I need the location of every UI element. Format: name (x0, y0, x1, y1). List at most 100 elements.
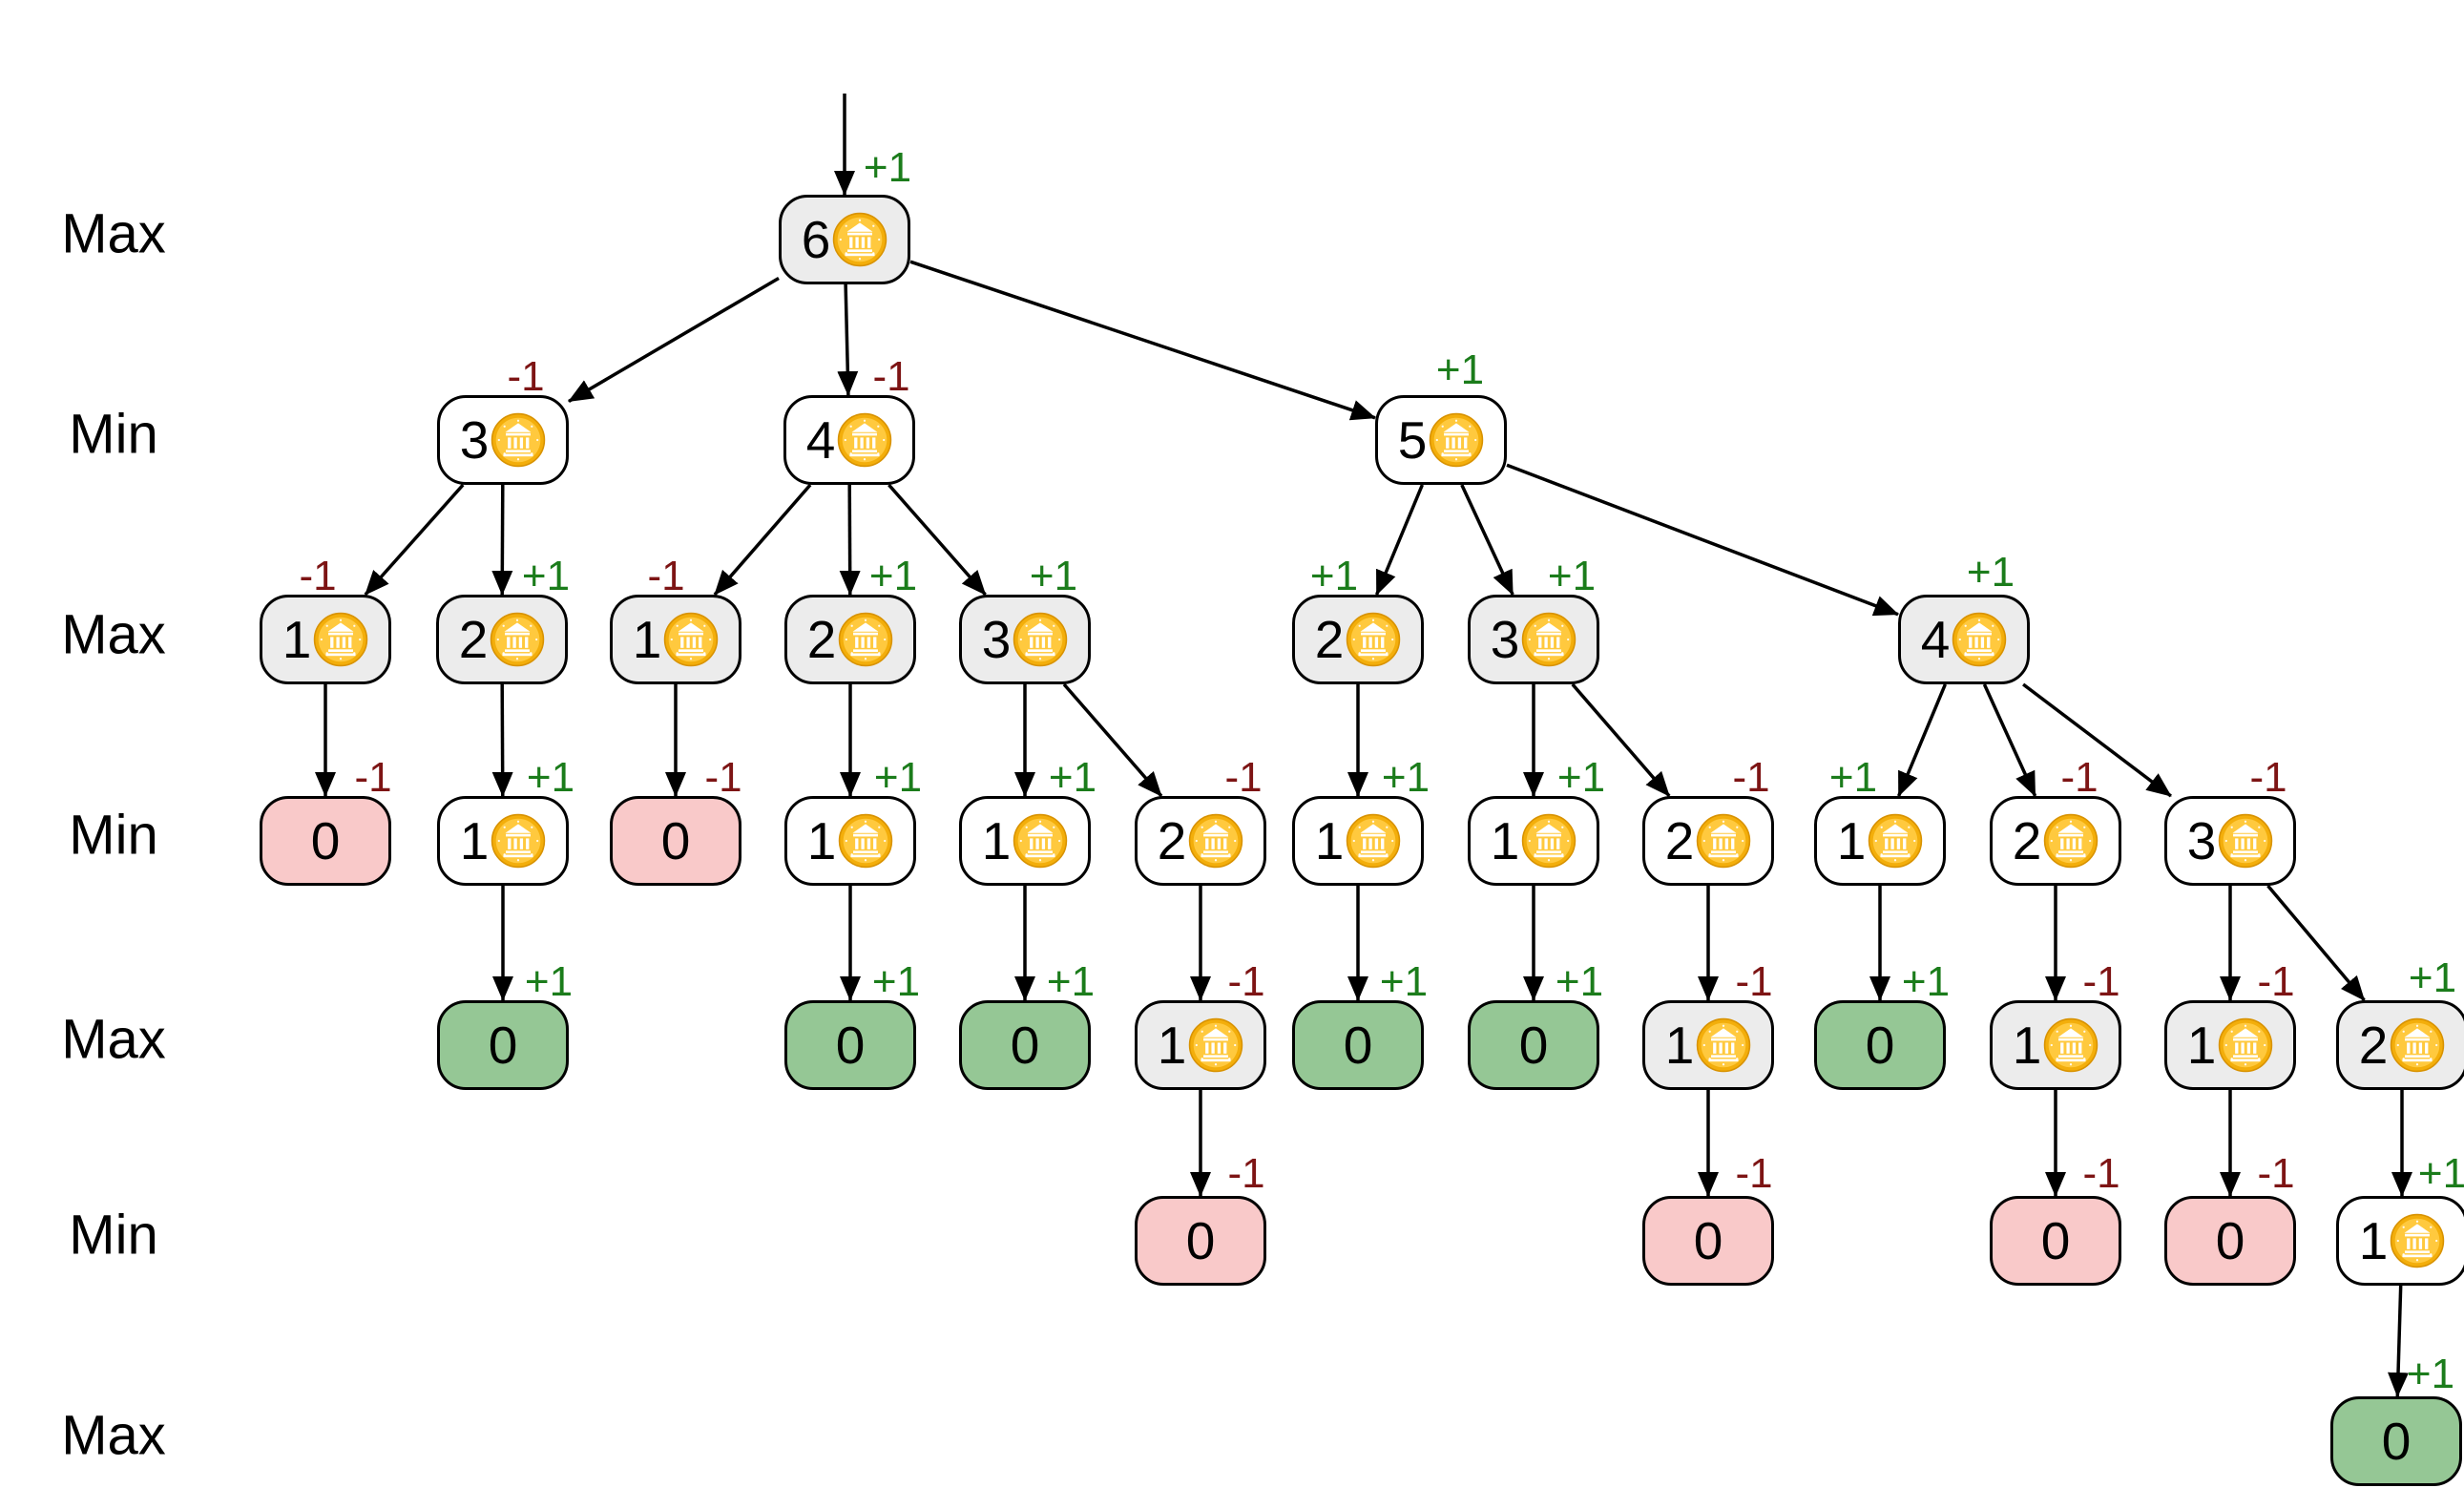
edge-root-B3 (568, 276, 780, 404)
node-value: 1 (2358, 1210, 2389, 1270)
edge-label-E1a-F0a: -1 (1227, 1150, 1265, 1197)
node-value: 5 (1397, 409, 1428, 470)
tree-node-E0d: 0 (1292, 1000, 1424, 1090)
edge-label-C4a-D3a: -1 (2249, 754, 2287, 801)
edge-C2a-D1a (491, 683, 513, 797)
tree-node-D1e: 1 (1468, 796, 1599, 886)
edge-label-C3a-D1c: +1 (1048, 754, 1097, 801)
coin-icon (1013, 612, 1068, 667)
coin-icon (1013, 813, 1068, 869)
coin-icon (1869, 813, 1923, 869)
edge-label-F1a-G0a: +1 (2406, 1351, 2455, 1397)
edge-label-root-B4: -1 (872, 353, 910, 400)
node-value: 0 (835, 1015, 866, 1075)
tree-node-C2a: 2 (436, 595, 568, 684)
edge-label-B5-C3b: +1 (1547, 553, 1597, 599)
coin-icon (1430, 412, 1484, 468)
edge-C4a-D1f (1896, 683, 1948, 797)
node-value: 1 (2186, 1015, 2217, 1075)
edge-label-C4a-D2c: -1 (2060, 754, 2099, 801)
coin-icon (664, 612, 719, 667)
tree-node-D1c: 1 (959, 796, 1091, 886)
node-value: 0 (1185, 1210, 1216, 1270)
edge-B4-C3a (887, 483, 987, 597)
edge-label-D2a-E1a: -1 (1227, 958, 1265, 1005)
coin-icon (1522, 813, 1577, 869)
tree-node-D1a: 1 (437, 796, 569, 886)
tree-node-E0a: 0 (437, 1000, 569, 1090)
tree-node-E0e: 0 (1468, 1000, 1599, 1090)
tree-node-B3: 3 (437, 395, 569, 485)
edge-D3a-E2a (2266, 884, 2366, 1002)
edge-label-B5-C2c: +1 (1309, 553, 1359, 599)
row-label-max-2: Max (61, 603, 166, 666)
tree-node-E1b: 1 (1642, 1000, 1774, 1090)
node-value: 1 (1490, 810, 1520, 870)
row-label-min-5: Min (69, 1204, 158, 1267)
edge-label-E1c-F0c: -1 (2082, 1150, 2120, 1197)
node-value: 1 (459, 810, 490, 870)
edge-label-C3b-D2b: -1 (1732, 754, 1770, 801)
node-value: 2 (1664, 810, 1695, 870)
edge-label-D3a-E1d: -1 (2257, 958, 2295, 1005)
edge-B3-C1a (364, 483, 465, 597)
node-value: 6 (801, 209, 831, 269)
edge-C3b-D2b (1571, 682, 1671, 798)
edge-C3a-D2a (1062, 682, 1163, 798)
tree-node-root: 6 (779, 195, 910, 284)
tree-node-D1f: 1 (1814, 796, 1946, 886)
node-value: 4 (1920, 609, 1951, 669)
tree-node-C1b: 1 (610, 595, 741, 684)
tree-node-D0a: 0 (260, 796, 391, 886)
node-value: 0 (1010, 1015, 1040, 1075)
edge-B4-C2b (839, 484, 861, 596)
node-value: 1 (282, 609, 312, 669)
node-value: 3 (981, 609, 1012, 669)
edge-B3-C2a (491, 484, 513, 596)
tree-node-E0f: 0 (1814, 1000, 1946, 1090)
tree-node-D3a: 3 (2164, 796, 2296, 886)
edge-label-E1d-F0d: -1 (2257, 1150, 2295, 1197)
coin-icon (839, 612, 893, 667)
coin-icon (1952, 612, 2007, 667)
coin-icon (2391, 1017, 2445, 1073)
node-value: 0 (1865, 1015, 1895, 1075)
coin-icon (2044, 1017, 2099, 1073)
node-value: 1 (1157, 1015, 1187, 1075)
edge-root-B5 (909, 260, 1376, 421)
edge-label-E1b-F0b: -1 (1735, 1150, 1773, 1197)
edge-label-B3-C2a: +1 (521, 553, 571, 599)
coin-icon (491, 412, 546, 468)
node-value: 3 (459, 409, 490, 470)
tree-node-E1d: 1 (2164, 1000, 2296, 1090)
row-label-min-1: Min (69, 403, 158, 466)
tree-node-D2a: 2 (1135, 796, 1266, 886)
tree-node-E0b: 0 (784, 1000, 916, 1090)
tree-node-F0c: 0 (1990, 1196, 2121, 1286)
edge-label-D1e-E0e: +1 (1555, 958, 1604, 1005)
tree-node-E1c: 1 (1990, 1000, 2121, 1090)
edge-label-D1b-E0b: +1 (871, 958, 921, 1005)
edge-label-C1a-D0a: -1 (354, 754, 392, 801)
edge-label-B4-C2b: +1 (868, 553, 918, 599)
coin-icon (1347, 813, 1401, 869)
coin-icon (491, 813, 546, 869)
edge-label-C1b-D0b: -1 (704, 754, 742, 801)
edge-label-D1a-E0a: +1 (524, 958, 574, 1005)
node-value: 2 (1157, 810, 1187, 870)
tree-node-F0d: 0 (2164, 1196, 2296, 1286)
edge-root-B4 (837, 283, 859, 396)
coin-icon (2044, 813, 2099, 869)
node-value: 3 (2186, 810, 2217, 870)
edge-label-C2b-D1b: +1 (873, 754, 923, 801)
tree-node-E2a: 2 (2336, 1000, 2464, 1090)
coin-icon (838, 412, 892, 468)
tree-node-E1a: 1 (1135, 1000, 1266, 1090)
tree-node-C2b: 2 (784, 595, 916, 684)
tree-node-B4: 4 (783, 395, 915, 485)
coin-icon (2219, 1017, 2273, 1073)
coin-icon (839, 813, 893, 869)
tree-node-F0b: 0 (1642, 1196, 1774, 1286)
coin-icon (2219, 813, 2273, 869)
